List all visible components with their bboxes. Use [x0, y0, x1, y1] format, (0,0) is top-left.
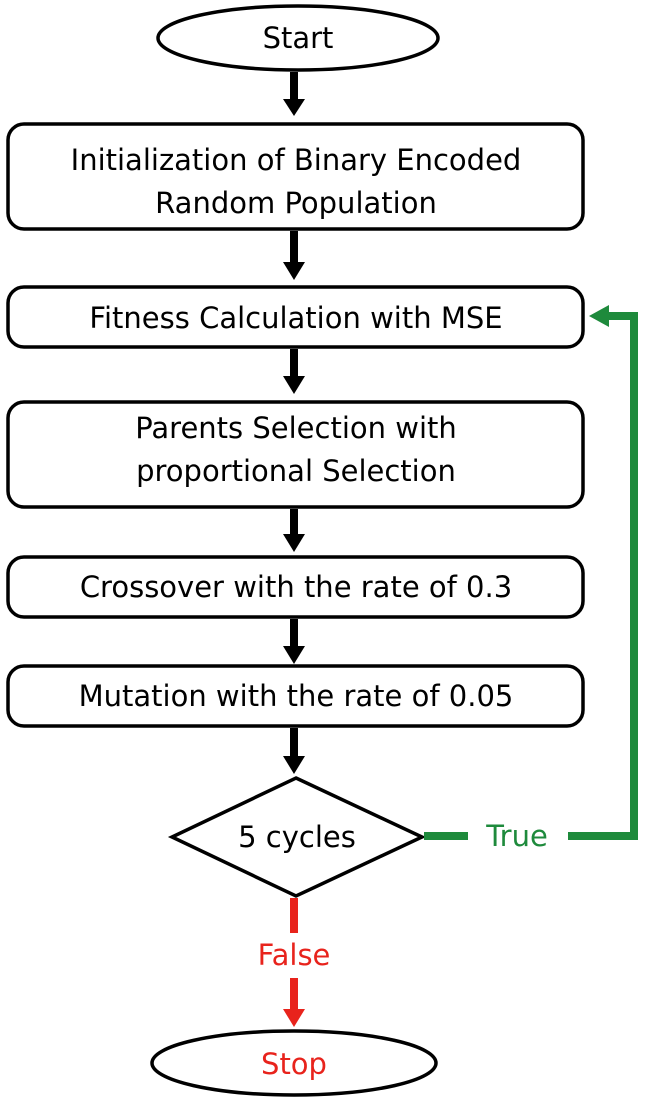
fitness-box: [6, 285, 585, 349]
decision-diamond: [167, 776, 427, 898]
arrow-parents-to-crossover: [283, 509, 305, 552]
true-branch: True: [424, 305, 638, 853]
arrow-mutation-to-decision: [283, 728, 305, 774]
mutation-node: Mutation with the rate of 0.05: [6, 664, 585, 728]
initialization-label-line2: Random Population: [155, 186, 437, 220]
decision-node: 5 cycles: [167, 776, 427, 898]
crossover-label: Crossover with the rate of 0.3: [80, 570, 512, 604]
false-branch: False: [258, 898, 331, 1027]
fitness-label: Fitness Calculation with MSE: [89, 301, 502, 335]
stop-ellipse: [150, 1029, 438, 1097]
true-branch-label: True: [485, 819, 548, 853]
arrow-start-to-init: [283, 72, 305, 116]
initialization-node: Initialization of Binary Encoded Random …: [6, 122, 585, 231]
false-branch-label: False: [258, 938, 331, 972]
false-branch-arrowhead: [283, 1009, 305, 1027]
stop-label: Stop: [261, 1047, 327, 1081]
fitness-node: Fitness Calculation with MSE: [6, 285, 585, 349]
arrow-init-to-fitness: [283, 231, 305, 280]
mutation-box: [6, 664, 585, 728]
crossover-node: Crossover with the rate of 0.3: [6, 555, 585, 619]
true-branch-arrowhead: [589, 305, 609, 327]
parents-selection-box: [6, 400, 585, 509]
parents-selection-label-line2: proportional Selection: [136, 454, 456, 488]
arrow-crossover-to-mutation: [283, 619, 305, 664]
decision-label: 5 cycles: [238, 820, 356, 854]
parents-selection-label-line1: Parents Selection with: [135, 411, 457, 445]
parents-selection-node: Parents Selection with proportional Sele…: [6, 400, 585, 509]
stop-node: Stop: [150, 1029, 438, 1097]
mutation-label: Mutation with the rate of 0.05: [79, 679, 514, 713]
start-label: Start: [263, 21, 334, 55]
initialization-label-line1: Initialization of Binary Encoded: [71, 143, 522, 177]
crossover-box: [6, 555, 585, 619]
start-node: Start: [156, 4, 440, 72]
arrow-fitness-to-parents: [283, 349, 305, 394]
initialization-box: [6, 122, 585, 231]
start-ellipse: [156, 4, 440, 72]
